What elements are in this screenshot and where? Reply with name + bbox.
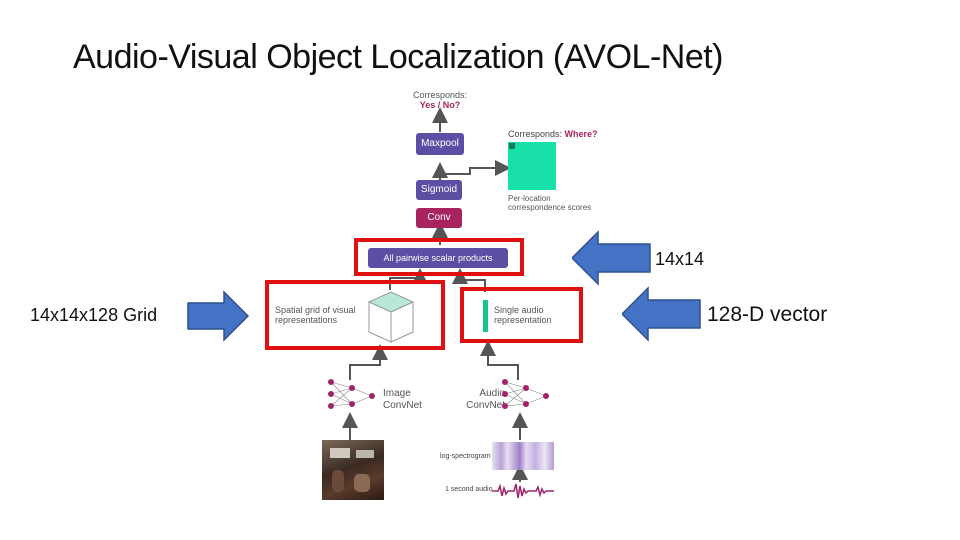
correspondence-map bbox=[508, 142, 556, 190]
perloc-line1: Per-location bbox=[508, 194, 551, 203]
image-convnet-line1: Image bbox=[383, 388, 411, 399]
frame-screen-2 bbox=[356, 450, 374, 458]
spatial-grid-line2: representations bbox=[275, 315, 338, 326]
pairwise-highlight-box bbox=[354, 238, 524, 276]
perloc-label: Per-location correspondence scores bbox=[508, 194, 598, 212]
sigmoid-block: Sigmoid bbox=[416, 180, 462, 200]
where-prefix: Corresponds: bbox=[508, 129, 563, 139]
visual-grid-cube-icon bbox=[367, 291, 415, 343]
where-highlight: Where? bbox=[564, 129, 598, 139]
audio-convnet-line1: Audio bbox=[479, 388, 505, 399]
log-spectrogram-label: log-spectrogram bbox=[440, 453, 491, 460]
output-line2: Yes / No? bbox=[419, 100, 461, 111]
frame-screen bbox=[330, 448, 350, 458]
one-second-audio-label: 1 second audio bbox=[445, 486, 493, 493]
label-14x14: 14x14 bbox=[655, 249, 705, 269]
arrow-audio-to-pairwise bbox=[452, 268, 486, 292]
image-convnet-icon bbox=[328, 379, 375, 409]
slide-title: Audio-Visual Object Localization (AVOL-N… bbox=[73, 38, 724, 76]
audio-convnet-icon bbox=[502, 379, 549, 409]
arrow-to-where-map bbox=[440, 160, 511, 176]
maxpool-block: Maxpool bbox=[416, 133, 464, 155]
input-video-frame bbox=[322, 440, 384, 500]
perloc-line2: correspondence scores bbox=[508, 203, 592, 213]
where-label: Corresponds: Where? bbox=[508, 129, 598, 139]
image-convnet-label: Image ConvNet bbox=[383, 388, 433, 411]
arrow-left-vector-icon bbox=[622, 286, 701, 342]
conv-block: Conv bbox=[416, 208, 462, 228]
spatial-grid-label: Spatial grid of visual representations bbox=[275, 305, 365, 326]
audio-convnet-line2: ConvNet bbox=[466, 399, 505, 411]
pairwise-block: All pairwise scalar products bbox=[368, 248, 508, 268]
spatial-grid-line1: Spatial grid of visual bbox=[275, 305, 356, 315]
waveform-icon bbox=[492, 483, 554, 499]
arrow-right-grid-icon bbox=[187, 290, 250, 342]
arrow-audioconv-to-audio bbox=[480, 340, 519, 380]
single-audio-label: Single audio representation bbox=[494, 305, 574, 326]
grid-highlight-box bbox=[265, 280, 445, 350]
single-audio-line1: Single audio bbox=[494, 305, 544, 315]
frame-person-2 bbox=[354, 474, 370, 492]
arrow-imageconv-to-grid bbox=[349, 344, 388, 380]
spectrogram-image bbox=[492, 442, 554, 470]
frame-person bbox=[332, 470, 344, 492]
output-label: Corresponds: Yes / No? bbox=[408, 90, 472, 110]
audio-vector-bar bbox=[483, 300, 488, 332]
arrow-left-14x14-icon bbox=[572, 230, 651, 286]
audio-highlight-box bbox=[460, 287, 583, 343]
audio-convnet-label: Audio ConvNet bbox=[455, 388, 505, 411]
arrow-grid-to-pairwise bbox=[389, 268, 428, 290]
label-grid: 14x14x128 Grid bbox=[30, 305, 158, 325]
image-convnet-line2: ConvNet bbox=[383, 399, 422, 411]
output-line1: Corresponds: bbox=[412, 90, 468, 100]
map-hotspot bbox=[509, 143, 515, 149]
label-vector: 128-D vector bbox=[707, 303, 828, 326]
single-audio-line2: representation bbox=[494, 315, 552, 326]
